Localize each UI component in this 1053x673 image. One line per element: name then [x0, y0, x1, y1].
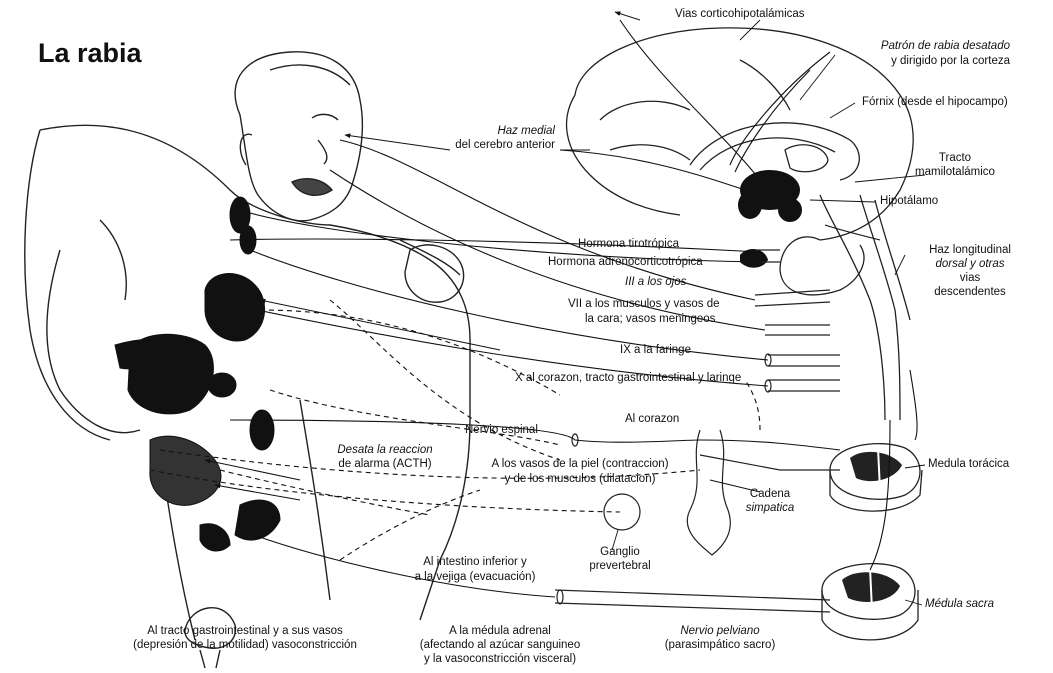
colon [235, 500, 280, 540]
label-tracto-gi-1: Al tracto gastrointestinal y a sus vasos [110, 625, 380, 638]
label-ganglio-2: prevertebral [570, 560, 670, 573]
label-haz-long-4: descendentes [910, 286, 1030, 299]
eye [312, 114, 338, 120]
brainstem [820, 195, 885, 420]
label-medula-adrenal-2: (afectando al azúcar sanguineo [400, 639, 600, 652]
label-cadena-1: Cadena [725, 488, 815, 501]
label-fornix: Fórnix (desde el hipocampo) [862, 96, 1008, 109]
label-hormona-adreno: Hormona adrenocorticotrópica [548, 256, 703, 269]
label-hipotalamo: Hipotálamo [880, 195, 938, 208]
label-x-corazon: X al corazon, tracto gastrointestinal y … [515, 372, 741, 385]
label-iii-ojos: III a los ojos [625, 276, 686, 289]
label-medula-adrenal-1: A la médula adrenal [400, 625, 600, 638]
label-nervio-espinal: Nervio espinal [465, 424, 538, 437]
label-al-corazon: Al corazon [625, 413, 679, 426]
label-haz-long-1: Haz longitudinal [910, 244, 1030, 257]
label-patron-1: Patrón de rabia desatado [830, 40, 1010, 53]
thoracic-cord-section [830, 444, 922, 512]
label-medula-sacra: Médula sacra [925, 598, 994, 611]
label-desata-2: de alarma (ACTH) [320, 458, 450, 471]
organs [115, 197, 280, 551]
label-medula-adrenal-3: y la vasoconstricción visceral) [400, 653, 600, 666]
label-nervio-pelviano-1: Nervio pelviano [650, 625, 790, 638]
label-vii-2: la cara; vasos meningeos [585, 313, 715, 326]
label-hormona-tiro: Hormona tirotrópica [578, 238, 679, 251]
label-vasos-piel-2: y de los musculos (dilatacion) [455, 473, 705, 486]
body-outline [40, 125, 470, 620]
label-vasos-piel-1: A los vasos de la piel (contraccion) [455, 458, 705, 471]
mouth [292, 179, 332, 196]
label-vias-corticohipotalamicas: Vias corticohipotalámicas [675, 8, 805, 21]
label-patron-2: y dirigido por la corteza [830, 55, 1010, 68]
kidney [250, 410, 274, 450]
diagram-title: La rabia [38, 38, 142, 69]
fist [405, 245, 464, 302]
label-tracto-2: mamilotalámico [900, 166, 1010, 179]
label-ganglio-1: Ganglio [570, 546, 670, 559]
label-medula-toracica: Medula torácica [928, 458, 1009, 471]
label-intestino-2: a la vejiga (evacuación) [400, 571, 550, 584]
label-intestino-1: Al intestino inferior y [400, 556, 550, 569]
label-vii-1: VII a los musculos y vasos de [568, 298, 719, 311]
brain [567, 28, 914, 420]
head-outline [235, 52, 362, 221]
sacral-cord-section [822, 564, 918, 640]
hypothalamus-mass [738, 170, 802, 268]
heart [205, 274, 265, 341]
cerebellum [780, 237, 864, 295]
label-desata-1: Desata la reaccion [320, 444, 450, 457]
ear [240, 134, 252, 165]
label-haz-medial-2: del cerebro anterior [430, 139, 555, 152]
intestine [150, 436, 221, 505]
label-ix-faringe: IX a la faringe [620, 344, 691, 357]
label-haz-long-2: dorsal y otras [910, 258, 1030, 271]
label-cadena-2: simpatica [725, 502, 815, 515]
label-haz-medial-1: Haz medial [430, 125, 555, 138]
label-tracto-1: Tracto [900, 152, 1010, 165]
label-nervio-pelviano-2: (parasimpático sacro) [650, 639, 790, 652]
label-haz-long-3: vias [910, 272, 1030, 285]
thalamus [785, 145, 828, 172]
adrenal [208, 373, 236, 397]
label-tracto-gi-2: (depresión de la motilidad) vasoconstric… [110, 639, 380, 652]
